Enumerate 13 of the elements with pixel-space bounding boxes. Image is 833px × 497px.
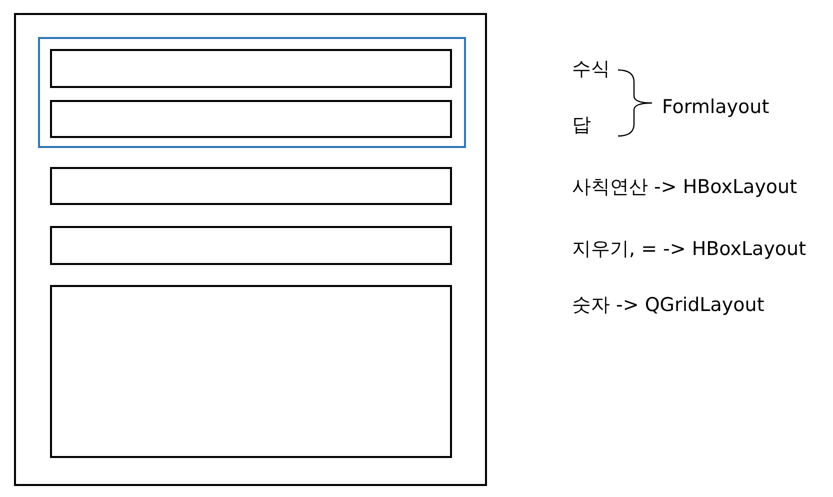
widget-box bbox=[50, 285, 452, 458]
widget-box bbox=[50, 167, 452, 205]
field-label: 수식 bbox=[572, 60, 610, 79]
window-frame bbox=[14, 13, 487, 486]
group-box bbox=[38, 37, 466, 148]
layout-note: 지우기, = -> HBoxLayout bbox=[572, 240, 806, 259]
layout-label: Formlayout bbox=[662, 98, 770, 117]
widget-box bbox=[50, 49, 452, 88]
widget-box bbox=[50, 226, 452, 265]
layout-note: 숫자 -> QGridLayout bbox=[572, 296, 764, 315]
layout-note: 사칙연산 -> HBoxLayout bbox=[572, 178, 798, 197]
field-label: 답 bbox=[572, 116, 591, 135]
widget-box bbox=[50, 100, 452, 138]
